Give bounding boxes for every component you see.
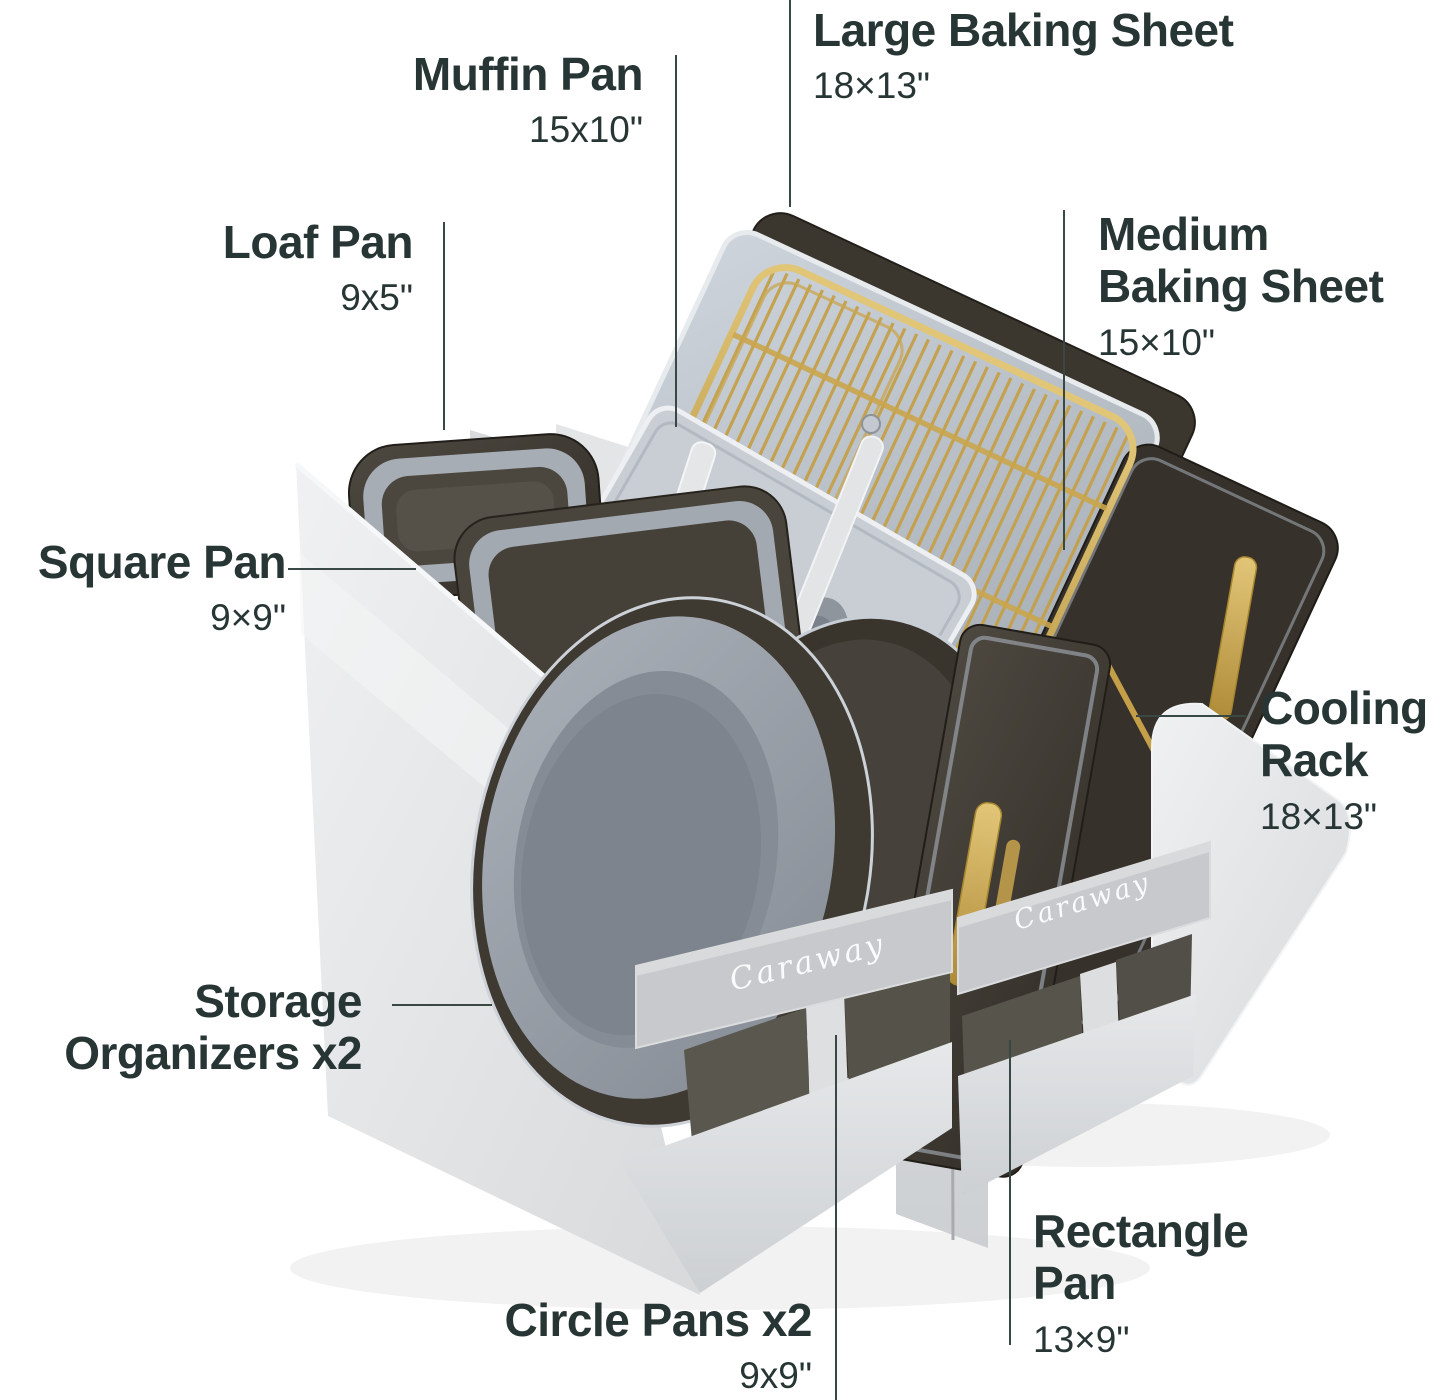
label-dims: 9x5" (340, 277, 413, 319)
label-dims: 9x9" (739, 1355, 812, 1397)
callout-line-storage-organizers (392, 1004, 492, 1006)
label-title: Medium Baking Sheet (1098, 208, 1384, 313)
label-square-pan: Square Pan 9×9" (37, 536, 287, 639)
label-dims: 15×10" (1098, 321, 1216, 363)
callout-line-square-pan (288, 568, 416, 570)
label-title: Storage Organizers x2 (64, 975, 362, 1080)
callout-line-cooling-rack (1136, 715, 1246, 717)
label-muffin-pan: Muffin Pan 15x10" (412, 48, 644, 151)
callout-line-medium-baking-sheet (1063, 210, 1065, 550)
label-cooling-rack: Cooling Rack 18×13" (1260, 682, 1445, 838)
label-title: Large Baking Sheet (813, 4, 1234, 56)
callout-line-circle-pans (835, 1035, 837, 1400)
right-organizer-base (958, 994, 1196, 1196)
right-organizer-wall (1151, 702, 1352, 1086)
label-loaf-pan: Loaf Pan 9x5" (222, 216, 414, 319)
label-large-baking-sheet: Large Baking Sheet 18×13" (813, 4, 1234, 107)
label-title: Muffin Pan (412, 48, 644, 100)
label-dims: 15x10" (529, 109, 643, 151)
label-dims: 9×9" (210, 597, 286, 639)
label-storage-organizers: Storage Organizers x2 (17, 975, 362, 1080)
label-dims: 13×9" (1033, 1318, 1130, 1360)
callout-line-muffin-pan (675, 55, 677, 427)
label-title: Square Pan (37, 536, 287, 588)
label-medium-baking-sheet: Medium Baking Sheet 15×10" (1098, 208, 1408, 364)
label-title: Cooling Rack (1260, 682, 1428, 787)
left-organizer-base (620, 1042, 952, 1293)
callout-line-rectangle-pan (1009, 1040, 1011, 1345)
callout-line-loaf-pan (443, 222, 445, 430)
label-title: Circle Pans x2 (504, 1294, 812, 1346)
left-organizer-strap: Caraway (635, 888, 953, 1050)
callout-line-large-baking-sheet (789, 0, 791, 207)
label-title: Rectangle Pan (1033, 1205, 1249, 1310)
label-dims: 18×13" (1260, 795, 1378, 837)
left-organizer-rim (294, 462, 562, 692)
label-rectangle-pan: Rectangle Pan 13×9" (1033, 1205, 1283, 1361)
rack-screw (861, 414, 881, 434)
label-dims: 18×13" (813, 65, 931, 107)
label-title: Loaf Pan (222, 216, 414, 268)
right-organizer-front (958, 934, 1196, 1196)
label-circle-pans: Circle Pans x2 9x9" (504, 1294, 812, 1397)
left-organizer-front (620, 954, 952, 1293)
